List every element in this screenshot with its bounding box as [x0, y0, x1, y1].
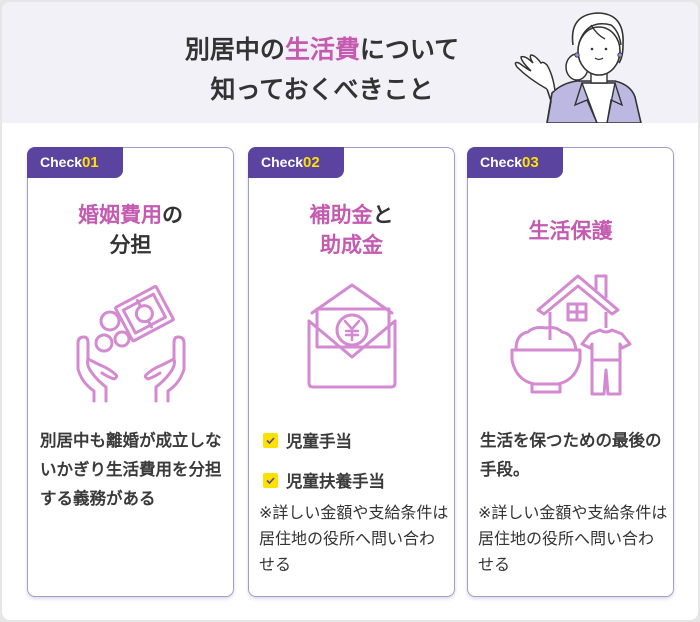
- card-title: 補助金と 助成金: [249, 200, 454, 260]
- checkbox-checked-icon: [263, 472, 278, 488]
- check-number: 03: [522, 154, 539, 171]
- card-note: ※詳しい金額や支給条件は居住地の役所へ問い合わせる: [259, 503, 449, 574]
- check-tab-1: Check01: [27, 147, 123, 178]
- title-suffix: について: [359, 35, 460, 64]
- header-banner: 別居中の生活費について 知っておくべきこと: [2, 2, 698, 123]
- checklist-item-label: 児童手当: [286, 432, 352, 451]
- check-label: Check: [40, 154, 83, 170]
- card-title: 婚姻費用の 分担: [28, 200, 233, 260]
- checklist-item: 児童手当: [263, 428, 352, 452]
- check-card-2: Check02 補助金と 助成金 児童手当 児童扶養手当: [248, 147, 455, 597]
- card-title-line-2: 助成金: [320, 233, 383, 257]
- card-title-suffix: の: [162, 203, 183, 227]
- card-title-line-2: 分担: [109, 233, 152, 257]
- card-title-accent: 婚姻費用: [78, 203, 162, 227]
- check-label: Check: [261, 154, 304, 170]
- card-body: 生活を保つための最後の手段。: [480, 431, 662, 479]
- check-label: Check: [480, 154, 523, 170]
- title-line-1: 別居中の生活費について: [122, 30, 522, 70]
- title-prefix: 別居中の: [184, 35, 285, 64]
- check-card-3: Check03 生活保護 生活を保つための最後の手段。 ※詳しい金額や支給条件は…: [467, 147, 674, 597]
- page-title: 別居中の生活費について 知っておくべきこと: [122, 30, 522, 110]
- checkbox-checked-icon: [263, 432, 278, 448]
- checklist-item: 児童扶養手当: [263, 468, 385, 492]
- envelope-yen-icon: [307, 283, 396, 389]
- card-title-suffix: と: [372, 203, 394, 227]
- check-tab-2: Check02: [248, 147, 344, 178]
- card-title: 生活保護: [468, 216, 673, 246]
- checklist-item-label: 児童扶養手当: [286, 472, 385, 491]
- card-title-accent: 生活保護: [528, 219, 613, 243]
- check-tab-3: Check03: [467, 147, 563, 178]
- check-card-1: Check01 婚姻費用の 分担 別居中も離婚が成立しな: [27, 147, 234, 597]
- card-title-accent: 補助金: [309, 203, 373, 227]
- title-accent: 生活費: [284, 35, 360, 64]
- card-body: 別居中も離婚が成立しないかぎり生活費用を分担する義務がある: [40, 431, 222, 508]
- woman-presenting-illustration: [514, 12, 642, 123]
- check-number: 01: [82, 154, 99, 171]
- hands-money-icon: [76, 284, 185, 403]
- check-number: 02: [303, 154, 320, 171]
- house-food-clothes-icon: [510, 274, 631, 396]
- title-line-2: 知っておくべきこと: [210, 75, 434, 104]
- card-note: ※詳しい金額や支給条件は居住地の役所へ問い合わせる: [478, 503, 668, 574]
